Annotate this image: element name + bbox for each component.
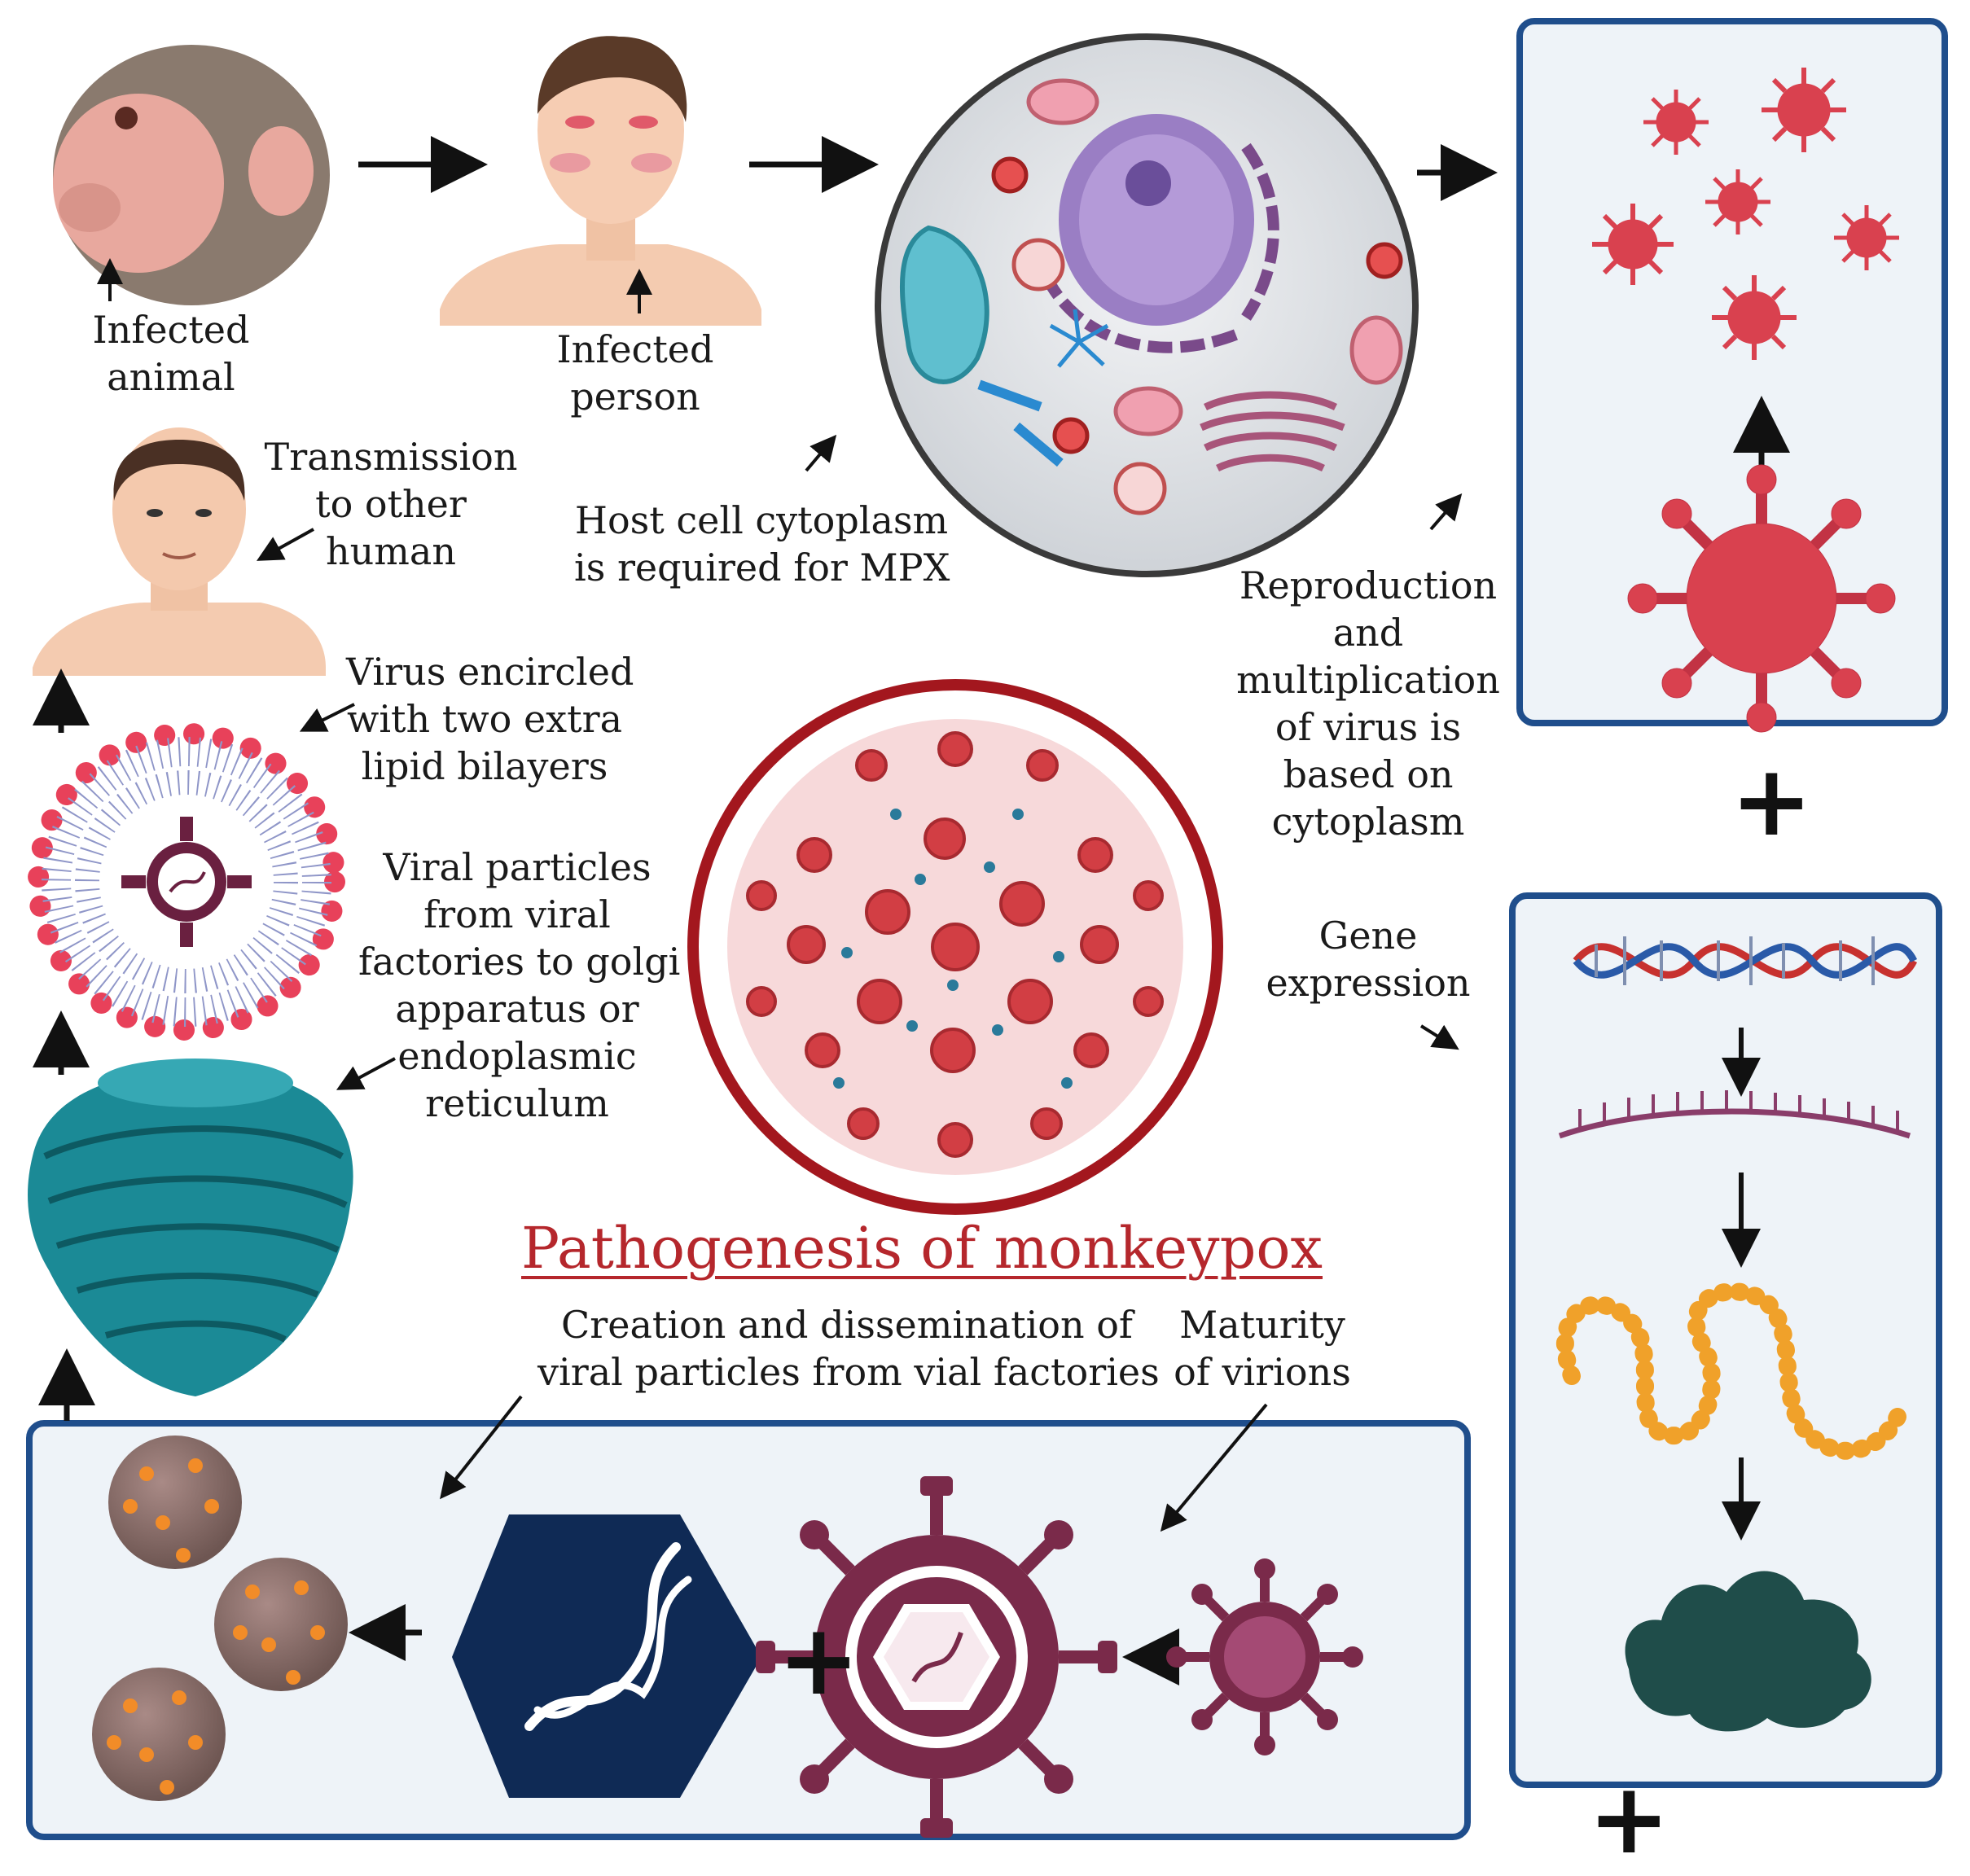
label-line: multiplication [1236,658,1500,702]
label-infected-animal: Infected animal [81,306,261,401]
label-line: is required for MPX [574,546,950,590]
lipid-bilayer-icon [28,723,345,1041]
label-line: lipid bilayers [361,744,608,788]
label-line: animal [107,355,235,399]
plus-sign-bottom-box: + [778,1604,860,1717]
label-line: of virions [1174,1350,1351,1394]
dna-icon [1573,936,1918,985]
label-line: endoplasmic [397,1034,637,1078]
virion-balls-icon [92,1435,348,1801]
label-transmission: Transmission to other human [261,433,521,575]
label-line: Creation and dissemination of [561,1303,1133,1347]
infected-person-icon [440,36,761,326]
label-line: to other [315,482,467,526]
pointer-virus-encircled [299,703,355,732]
virus-multiplication-box [1516,18,1948,726]
monkey-icon [53,45,330,305]
label-viral-particles: Viral particles from viral factories to … [358,844,681,1127]
label-host-cell: Host cell cytoplasm is required for MPX [574,497,950,591]
immature-virion-icon [1166,1558,1363,1755]
label-line: Virus encircled [346,650,634,694]
label-line: Host cell cytoplasm [574,498,949,542]
pointer-gene-expression [1419,1024,1459,1050]
label-line: Reproduction [1239,563,1498,607]
label-line: Viral particles [383,845,652,889]
label-line: factories to golgi [358,940,681,984]
label-line: of virus is [1275,705,1462,749]
small-virus-icon [1592,68,1899,360]
human-icon [33,427,326,676]
label-line: reticulum [425,1081,609,1125]
pointer-transmission [257,528,314,561]
label-creation: Creation and dissemination of viral part… [537,1301,1160,1396]
label-line: Infected [92,308,250,352]
label-line: apparatus or [395,987,639,1031]
pointer-viral-particles [336,1057,396,1090]
protein-fold-icon [1625,1571,1871,1732]
label-infected-person: Infected person [546,326,725,420]
plus-sign-right: + [1731,745,1813,858]
label-line: based on [1283,752,1454,796]
label-line: and [1332,611,1404,655]
label-line: person [570,375,700,419]
plus-sign-bottom-right: + [1588,1763,1670,1876]
mrna-icon [1558,1090,1911,1139]
hexagon-dna-strand [524,1542,681,1731]
label-line: Gene [1318,914,1418,958]
mature-virion-icon [756,1476,1117,1838]
golgi-icon [28,1059,353,1396]
label-line: Infected [556,327,714,371]
label-maturity: Maturity of virions [1161,1301,1364,1396]
label-virus-encircled: Virus encircled with two extra lipid bil… [346,648,634,790]
label-reproduction: Reproduction and multiplication of virus… [1234,562,1503,845]
label-line: from viral [423,892,611,936]
label-line: human [326,529,456,573]
host-cell-icon [875,33,1419,577]
diagram-title: Pathogenesis of monkeypox [521,1215,1323,1282]
label-line: Transmission [264,435,518,479]
label-gene-expression: Gene expression [1258,912,1478,1006]
protein-chain-icon [1555,1282,1906,1460]
label-line: Maturity [1179,1303,1345,1347]
pointer-host-cell [805,434,837,472]
label-line: with two extra [346,697,623,741]
label-line: cytoplasm [1271,800,1465,844]
pointer-maturity [1160,1403,1268,1532]
label-line: expression [1266,961,1471,1005]
central-virus-icon [687,679,1223,1215]
label-line: viral particles from vial factories [537,1350,1160,1394]
pointer-reproduction [1429,493,1463,531]
pointer-creation [440,1395,523,1500]
virion-assembly-box [26,1420,1471,1840]
large-virus-icon [1627,464,1896,733]
